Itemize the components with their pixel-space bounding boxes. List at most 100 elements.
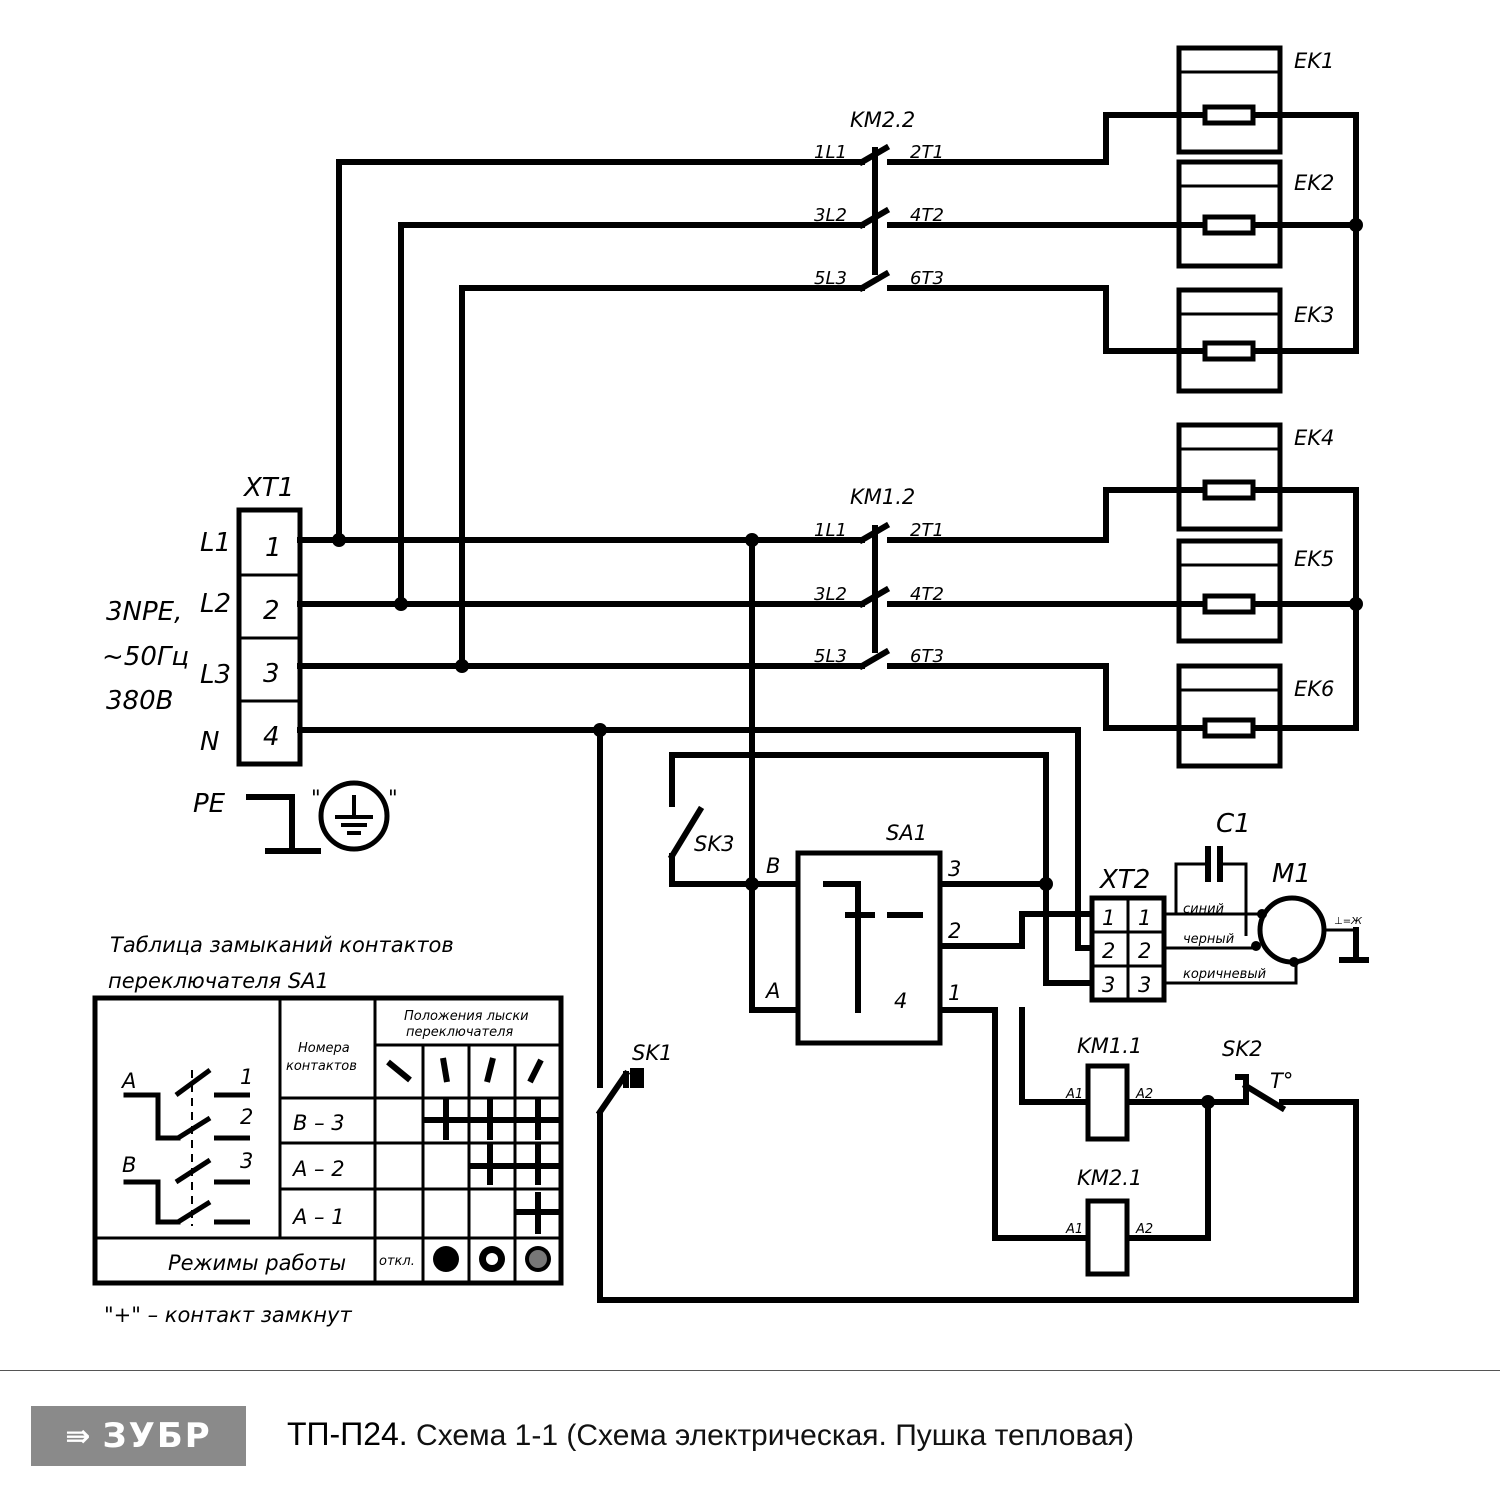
km12-in-2: 3L2: [814, 584, 847, 605]
pair-b3: B – 3: [293, 1111, 345, 1135]
heater-ek1: EK1: [1176, 45, 1334, 155]
brand-name: ЗУБР: [102, 1416, 212, 1456]
sa1-terminal-2: 2: [948, 919, 961, 943]
sa1-terminal-b: B: [766, 854, 780, 878]
xt1-label: XT1: [242, 473, 294, 503]
ek1-label: EK1: [1294, 49, 1334, 73]
sa1-terminal-1: 1: [948, 981, 961, 1005]
mode-off: откл.: [379, 1254, 415, 1269]
phase-l3: L3: [200, 660, 231, 690]
protective-earth: PE " ": [193, 780, 398, 854]
motor-m1: M1 синий черный коричневый ⊥=Ж: [1164, 859, 1369, 985]
mode-fan-icon: [433, 1246, 459, 1272]
svg-text:": ": [311, 786, 321, 810]
xt2-row3-right: 3: [1138, 973, 1151, 997]
sk3-label: SK3: [694, 832, 734, 856]
switch-sk1: SK1: [595, 1041, 672, 1117]
knob-position-icons: [386, 1057, 544, 1084]
km21-a1: A1: [1065, 1222, 1083, 1237]
coil-km2-1: KM2.1 A1 A2: [1065, 1166, 1153, 1277]
xt2-row1-left: 1: [1102, 906, 1115, 930]
ek6-label: EK6: [1294, 677, 1334, 701]
xt2-row1-right: 1: [1138, 906, 1151, 930]
km21-a2: A2: [1135, 1222, 1153, 1237]
sa1-contact-table: Таблица замыканий контактов переключател…: [92, 933, 564, 1327]
km12-in-1: 1L1: [814, 520, 847, 541]
km11-a2: A2: [1135, 1087, 1153, 1102]
c1-label: C1: [1216, 809, 1251, 839]
wire-blue: синий: [1183, 902, 1224, 917]
sk2-temp: T°: [1270, 1069, 1293, 1093]
wiring-diagram: 3NPE, ~50Гц 380В XT1 1 2 3 4 L1 L2 L3 N …: [92, 45, 1369, 1327]
col-contacts-1: Номера: [298, 1041, 350, 1056]
xt2-label: XT2: [1098, 865, 1150, 895]
heater-ek2: EK2: [1176, 159, 1334, 269]
supply-type: 3NPE,: [106, 597, 182, 627]
col-contacts-2: контактов: [286, 1059, 357, 1074]
heater-ek3: EK3: [1176, 287, 1334, 394]
modes-label: Режимы работы: [168, 1251, 346, 1275]
xt1-pin-1: 1: [265, 533, 282, 563]
km22-out-3: 6T3: [910, 268, 944, 289]
km12-in-3: 5L3: [814, 646, 847, 667]
sa1-label: SA1: [886, 821, 927, 845]
ek3-label: EK3: [1294, 303, 1334, 327]
km12-out-1: 2T1: [910, 520, 944, 541]
brand-logo: ⇛ ЗУБР: [31, 1406, 246, 1466]
heater-ek4: EK4: [1176, 422, 1334, 532]
xt2-row3-left: 3: [1102, 973, 1115, 997]
pair-a1: A – 1: [291, 1205, 345, 1229]
supply-voltage: 380В: [106, 686, 173, 716]
km22-label: KM2.2: [850, 108, 915, 132]
col-positions-2: переключателя: [406, 1025, 513, 1040]
table-title-1: Таблица замыканий контактов: [110, 933, 454, 957]
pair-a2: A – 2: [291, 1157, 345, 1181]
m1-label: M1: [1272, 859, 1311, 889]
ek2-label: EK2: [1294, 171, 1334, 195]
legend-2: 2: [240, 1105, 253, 1129]
km22-in-2: 3L2: [814, 205, 847, 226]
phase-l1: L1: [200, 528, 231, 558]
km21-label: KM2.1: [1077, 1166, 1142, 1190]
sa1-terminal-3: 3: [948, 857, 961, 881]
sa1-legend-schematic: A B 1 2 3: [120, 1065, 253, 1226]
mode-half-heat-icon: [479, 1246, 505, 1272]
phase-n: N: [200, 727, 219, 757]
capacitor-c1: C1: [1174, 809, 1251, 936]
sk1-label: SK1: [632, 1041, 672, 1065]
coil-km1-1: KM1.1 A1 A2: [1065, 1034, 1153, 1142]
ek4-label: EK4: [1294, 426, 1334, 450]
km22-out-2: 4T2: [910, 205, 944, 226]
km22-in-3: 5L3: [814, 268, 847, 289]
footer-divider: [0, 1370, 1500, 1371]
legend-3: 3: [240, 1149, 253, 1173]
heater-ek5: EK5: [1176, 538, 1334, 644]
terminal-block-xt1: XT1 1 2 3 4 L1 L2 L3 N: [200, 473, 303, 767]
xt1-pin-4: 4: [263, 722, 280, 752]
wire-black: черный: [1183, 932, 1234, 947]
page-caption: ТП-П24. Схема 1-1 (Схема электрическая. …: [287, 1416, 1134, 1453]
xt1-pin-3: 3: [263, 659, 280, 689]
motor-ground-mark: ⊥=Ж: [1334, 916, 1363, 927]
ek5-label: EK5: [1294, 547, 1334, 571]
km11-a1: A1: [1065, 1087, 1083, 1102]
km12-out-3: 6T3: [910, 646, 944, 667]
sa1-terminal-4: 4: [894, 989, 907, 1013]
km22-out-1: 2T1: [910, 142, 944, 163]
switch-sk3: SK3: [667, 805, 734, 861]
pe-label: PE: [193, 789, 226, 819]
xt2-row2-right: 2: [1138, 939, 1151, 963]
wire-brown: коричневый: [1183, 967, 1266, 982]
selector-switch-sa1: SA1 B A 3 2 1 4: [764, 821, 961, 1046]
contactor-km1-2: KM1.2 1L1 3L2 5L3 2T1 4T2 6T3: [814, 485, 1182, 731]
km11-label: KM1.1: [1077, 1034, 1142, 1058]
closed-note: "+" – контакт замкнут: [104, 1303, 352, 1327]
model-name: ТП-П24.: [287, 1416, 408, 1452]
supply-frequency: ~50Гц: [102, 642, 189, 672]
xt2-row2-left: 2: [1102, 939, 1115, 963]
contactor-km2-2: KM2.2 1L1 3L2 5L3 2T1 4T2 6T3: [814, 108, 1182, 354]
phase-l2: L2: [200, 589, 231, 619]
km22-in-1: 1L1: [814, 142, 847, 163]
legend-a: A: [120, 1069, 136, 1093]
legend-1: 1: [240, 1065, 253, 1089]
